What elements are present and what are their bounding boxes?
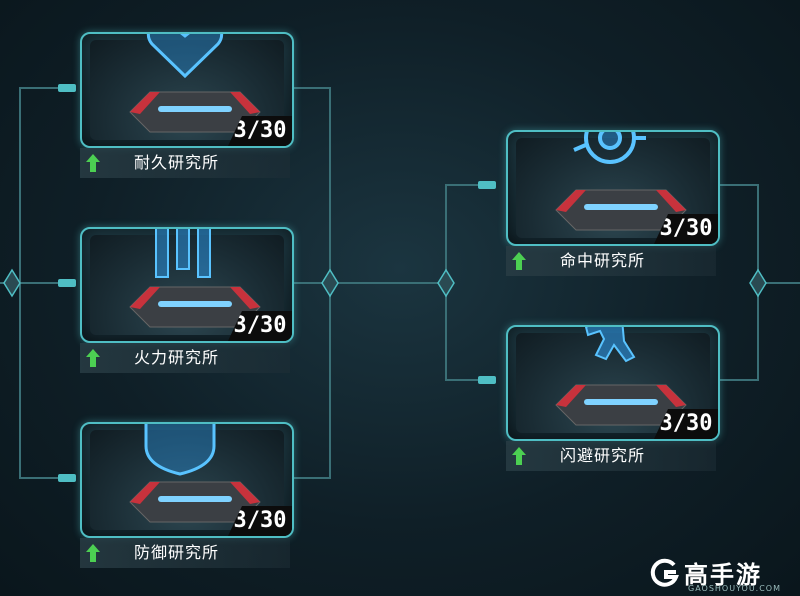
pedestal-icon	[129, 91, 261, 133]
research-card-evasion[interactable]: 3/30 闪避研究所	[506, 325, 720, 475]
pedestal-icon	[555, 384, 687, 426]
research-name: 命中研究所	[560, 251, 646, 270]
research-card-accuracy[interactable]: 3/30 命中研究所	[506, 130, 720, 280]
card-scene	[90, 235, 284, 335]
green-up-arrow-icon[interactable]	[86, 154, 100, 172]
green-up-arrow-icon[interactable]	[86, 349, 100, 367]
pedestal-icon	[129, 481, 261, 523]
research-level-counter: 3/30	[228, 116, 292, 146]
research-name: 火力研究所	[134, 348, 220, 367]
research-level-counter: 3/30	[654, 409, 718, 439]
green-up-arrow-icon[interactable]	[512, 447, 526, 465]
watermark-main-text: 高手游	[684, 561, 762, 589]
card-frame: 3/30	[80, 422, 294, 538]
watermark-sub-text: GAOSHOUYOU.COM	[688, 584, 782, 593]
green-up-arrow-icon[interactable]	[86, 544, 100, 562]
bullets-hologram-icon	[155, 229, 211, 278]
research-card-firepower[interactable]: 3/30 火力研究所	[80, 227, 294, 377]
card-frame: 3/30	[80, 32, 294, 148]
crosshair-hologram-icon	[573, 132, 646, 164]
dodge-runner-hologram-icon	[584, 327, 636, 363]
pedestal-icon	[555, 189, 687, 231]
research-label: 闪避研究所	[506, 441, 716, 471]
heart-hologram-icon	[146, 34, 224, 79]
research-card-defense[interactable]: 3/30 防御研究所	[80, 422, 294, 572]
research-label: 防御研究所	[80, 538, 290, 568]
g-logo-icon	[650, 558, 679, 587]
card-frame: 3/30	[506, 325, 720, 441]
research-level-counter: 3/30	[228, 311, 292, 341]
research-card-durability[interactable]: 3/30 耐久研究所	[80, 32, 294, 182]
research-name: 耐久研究所	[134, 153, 220, 172]
card-frame: 3/30	[506, 130, 720, 246]
green-up-arrow-icon[interactable]	[512, 252, 526, 270]
pedestal-icon	[129, 286, 261, 328]
research-label: 火力研究所	[80, 343, 290, 373]
shield-hologram-icon	[144, 424, 216, 476]
watermark-logo: 高手游 GAOSHOUYOU.COM	[648, 555, 798, 595]
research-name: 闪避研究所	[560, 446, 646, 465]
research-label: 耐久研究所	[80, 148, 290, 178]
research-label: 命中研究所	[506, 246, 716, 276]
research-name: 防御研究所	[134, 543, 220, 562]
card-frame: 3/30	[80, 227, 294, 343]
